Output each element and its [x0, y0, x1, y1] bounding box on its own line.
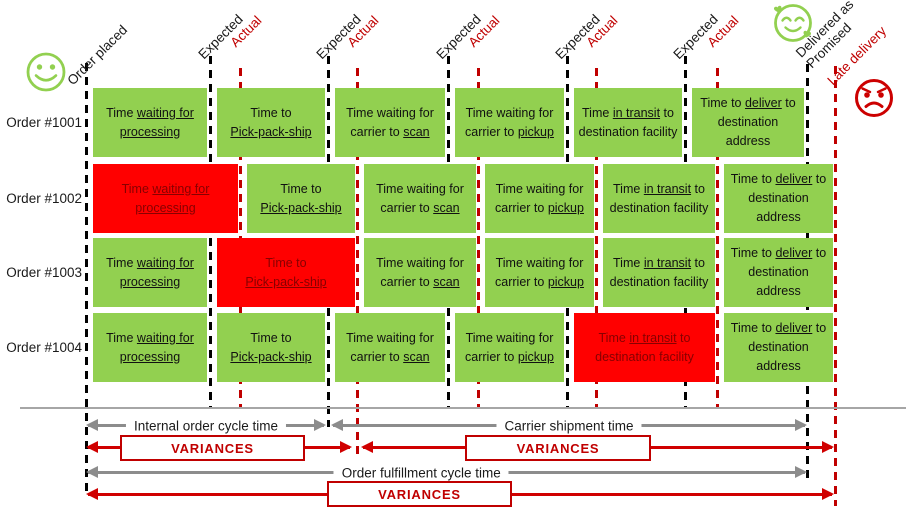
phase-box-text: Time waiting for carrier to scan: [376, 181, 464, 215]
order-row-label: Order #1004: [6, 340, 82, 355]
phase-box-carrier-scan: Time waiting for carrier to scan: [364, 238, 476, 307]
phase-box-carrier-pickup: Time waiting for carrier to pickup: [455, 88, 564, 157]
arrowhead-left-icon: [331, 419, 343, 431]
arrowhead-left-icon: [361, 441, 373, 453]
phase-box-text: Time waiting for carrier to scan: [376, 255, 464, 289]
phase-box-in-transit: Time in transit to destination facility: [603, 164, 715, 233]
phase-box-carrier-pickup: Time waiting for carrier to pickup: [485, 238, 594, 307]
variances-box: VARIANCES: [120, 435, 305, 461]
internal-cycle-label: Internal order cycle time: [125, 418, 287, 433]
phase-box-text: Time waiting for processing: [106, 330, 194, 364]
smiley-face-icon: [26, 52, 66, 92]
phase-box-carrier-pickup: Time waiting for carrier to pickup: [485, 164, 594, 233]
phase-box-processing: Time waiting for processing: [93, 238, 207, 307]
actual-line: [716, 68, 719, 408]
expected-line: [447, 56, 450, 408]
expected-label: Expected: [670, 11, 721, 63]
phase-box-text: Time in transit to destination facility: [609, 255, 709, 289]
expected-line: [209, 56, 212, 408]
phase-box-deliver: Time to deliver to destination address: [724, 313, 833, 382]
smiling-face-with-hearts-icon: [773, 4, 812, 42]
separator-line: [20, 407, 906, 409]
phase-box-text: Time to deliver to destination address: [700, 96, 796, 148]
phase-box-deliver: Time to deliver to destination address: [724, 164, 833, 233]
order-row-label: Order #1001: [6, 115, 82, 130]
internal-cycle-arrow: Internal order cycle time: [86, 418, 326, 433]
phase-box-text: Time waiting for carrier to pickup: [465, 105, 554, 139]
phase-box-processing: Time waiting for processing: [93, 313, 207, 382]
arrowhead-left-icon: [86, 488, 98, 500]
actual-label: Actual: [465, 12, 503, 50]
expected-line: [566, 56, 569, 408]
phase-box-in-transit: Time in transit to destination facility: [603, 238, 715, 307]
actual-line: [477, 68, 480, 408]
phase-box-text: Time to deliver to destination address: [730, 172, 827, 224]
arrowhead-right-icon: [340, 441, 352, 453]
expected-label: Expected: [552, 11, 603, 63]
phase-box-text: Time to deliver to destination address: [730, 321, 827, 373]
arrowhead-right-icon: [822, 488, 834, 500]
phase-box-in-transit: Time in transit to destination facility: [574, 313, 715, 382]
fulfillment-cycle-arrow: Order fulfillment cycle time: [86, 465, 807, 480]
actual-label: Actual: [704, 12, 742, 50]
phase-box-processing: Time waiting for processing: [93, 88, 207, 157]
phase-box-text: Time to deliver to destination address: [730, 246, 827, 298]
phase-box-carrier-scan: Time waiting for carrier to scan: [364, 164, 476, 233]
actual-label: Actual: [344, 12, 382, 50]
phase-box-text: Time waiting for processing: [106, 255, 194, 289]
phase-box-carrier-pickup: Time waiting for carrier to pickup: [455, 313, 564, 382]
carrier-shipment-label: Carrier shipment time: [496, 418, 642, 433]
phase-box-carrier-scan: Time waiting for carrier to scan: [335, 313, 445, 382]
expected-label: Expected: [313, 11, 364, 63]
phase-box-text: Time waiting for carrier to pickup: [465, 330, 554, 364]
expected-line: [327, 56, 330, 427]
late-delivery-line: [834, 66, 837, 506]
arrowhead-left-icon: [86, 466, 98, 478]
phase-box-text: Time waiting for carrier to scan: [346, 330, 434, 364]
actual-label: Actual: [583, 12, 621, 50]
fulfillment-cycle-label: Order fulfillment cycle time: [333, 465, 509, 480]
actual-line: [239, 68, 242, 408]
actual-line: [356, 68, 359, 458]
expected-label: Expected: [433, 11, 484, 63]
phase-box-text: Time in transit to destination facility: [609, 181, 709, 215]
arrowhead-right-icon: [795, 466, 807, 478]
expected-label: Expected: [195, 11, 246, 63]
angry-face-icon: [855, 79, 893, 117]
order-row-label: Order #1002: [6, 191, 82, 206]
actual-label: Actual: [227, 12, 265, 50]
expected-line: [684, 56, 687, 408]
variances-box: VARIANCES: [327, 481, 512, 507]
order-row-label: Order #1003: [6, 265, 82, 280]
phase-box-in-transit: Time in transit to destination facility: [574, 88, 682, 157]
phase-box-carrier-scan: Time waiting for carrier to scan: [335, 88, 445, 157]
phase-box-text: Time in transit to destination facility: [578, 105, 678, 139]
variances-box: VARIANCES: [465, 435, 651, 461]
phase-box-deliver: Time to deliver to destination address: [724, 238, 833, 307]
arrowhead-left-icon: [86, 441, 98, 453]
phase-box-text: Time waiting for carrier to pickup: [495, 255, 584, 289]
phase-box-text: Time in transit to destination facility: [595, 330, 694, 364]
arrowhead-right-icon: [795, 419, 807, 431]
carrier-shipment-arrow: Carrier shipment time: [331, 418, 807, 433]
actual-line: [595, 68, 598, 408]
phase-box-processing: Time waiting for processing: [93, 164, 238, 233]
arrowhead-right-icon: [822, 441, 834, 453]
phase-box-text: Time waiting for carrier to pickup: [495, 181, 584, 215]
phase-box-deliver: Time to deliver to destination address: [692, 88, 804, 157]
order-placed-label: Order placed: [64, 22, 131, 88]
arrowhead-right-icon: [314, 419, 326, 431]
phase-box-text: Time waiting for processing: [121, 181, 210, 215]
arrowhead-left-icon: [86, 419, 98, 431]
phase-box-text: Time waiting for processing: [106, 105, 194, 139]
phase-box-text: Time waiting for carrier to scan: [346, 105, 434, 139]
